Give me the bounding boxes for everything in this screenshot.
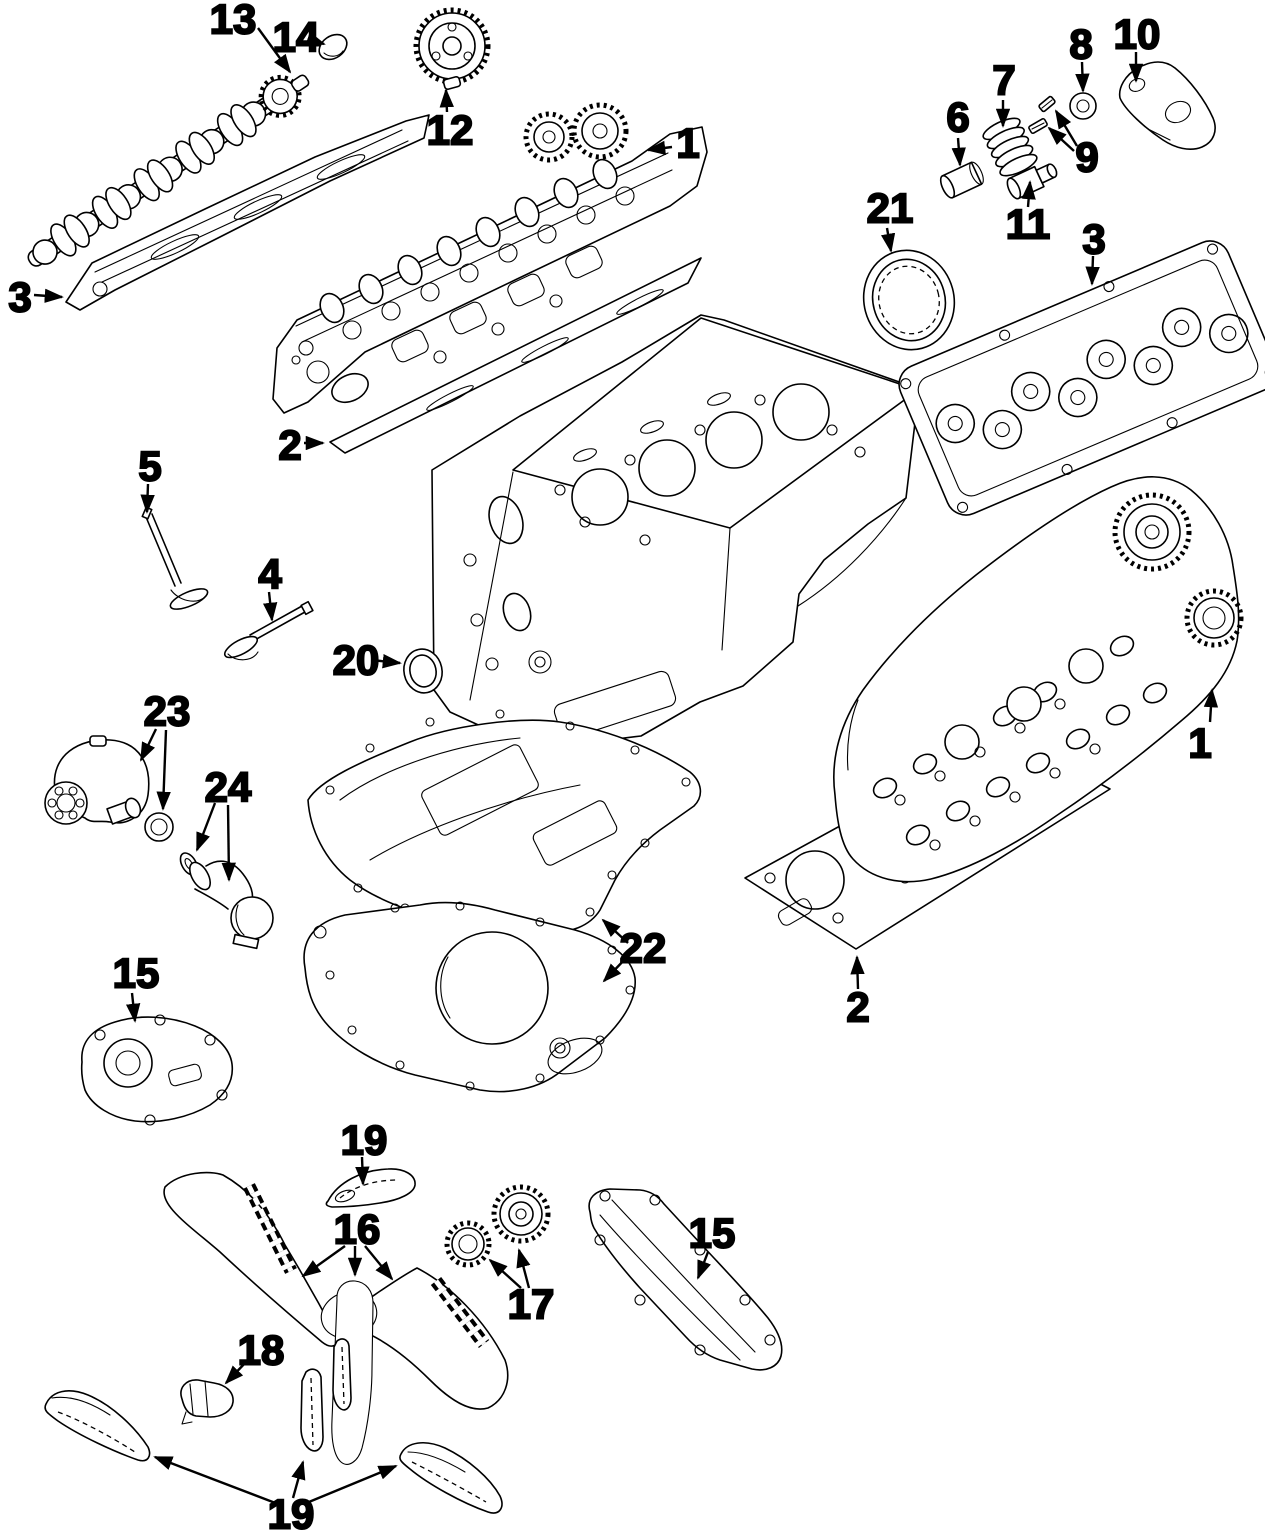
callout-arrow-crankshaft-rear-seal — [880, 227, 896, 253]
callout-arrow-chain-guide-upper — [355, 1156, 370, 1186]
part-chain-guide-upper — [325, 1168, 416, 1208]
part-chain-guides-lower — [44, 1338, 503, 1514]
callout-label-valve-spring: 7 — [992, 57, 1015, 104]
part-camshaft-sprocket — [413, 7, 491, 91]
callout-label-coolant-outlet: 24 — [205, 764, 252, 811]
callout-arrow-crankshaft-sprockets — [488, 1258, 522, 1289]
callout-label-valve-cover-left: 3 — [8, 274, 31, 321]
callout-arrow-spring-retainer — [1075, 61, 1090, 93]
callout-label-oil-pan: 22 — [620, 925, 667, 972]
callout-arrow-chain-guides-lower — [291, 1460, 306, 1499]
part-cylinder-head-left — [272, 102, 708, 414]
part-camshaft — [27, 74, 310, 267]
callout-arrow-chain-guides-lower — [153, 1455, 279, 1506]
callout-arrow-camshaft — [257, 27, 292, 74]
part-crankshaft-rear-seal — [862, 249, 956, 351]
callout-label-exhaust-valve: 4 — [258, 551, 282, 598]
part-water-pump — [44, 735, 174, 842]
part-oil-pan-lower — [303, 901, 636, 1093]
callout-arrow-coolant-outlet — [195, 802, 217, 852]
callout-arrow-timing-chain — [301, 1245, 346, 1278]
part-chain-tensioner — [180, 1379, 234, 1425]
callout-arrow-exhaust-valve — [263, 591, 278, 622]
part-valve-cover-right — [898, 240, 1265, 516]
callout-label-spring-retainer: 8 — [1069, 21, 1092, 68]
callout-label-rocker-arm: 10 — [1114, 11, 1161, 58]
callout-label-timing-cover-right: 15 — [689, 1210, 736, 1257]
callout-arrow-valve-lifter — [951, 137, 966, 167]
callout-label-crankshaft-rear-seal: 21 — [867, 185, 914, 232]
part-crankshaft-sprockets — [444, 1184, 551, 1268]
callout-label-cylinder-head-left: 1 — [676, 120, 699, 167]
callout-label-head-gasket-left: 2 — [278, 422, 301, 469]
callout-label-timing-chain: 16 — [334, 1206, 381, 1253]
part-intake-valve — [141, 506, 209, 610]
callout-label-lash-adjuster: 11 — [1006, 201, 1050, 248]
callout-label-chain-guide-upper: 19 — [341, 1117, 388, 1164]
part-cylinder-head-right — [833, 476, 1244, 883]
callout-arrow-timing-cover-right — [696, 1251, 711, 1280]
part-exhaust-valve — [223, 600, 314, 661]
callout-label-chain-guides-lower: 19 — [268, 1491, 315, 1537]
part-head-gasket-left — [329, 257, 702, 454]
callout-label-camshaft: 13 — [210, 0, 257, 43]
callout-label-valve-keepers: 9 — [1075, 134, 1098, 181]
callout-label-cylinder-head-right: 1 — [1188, 720, 1211, 767]
callout-arrow-coolant-outlet — [221, 804, 236, 882]
part-valve-cover-left — [65, 114, 430, 311]
callout-label-valve-cover-right: 3 — [1082, 216, 1105, 263]
part-timing-cover-left — [80, 1014, 234, 1126]
part-timing-cover-right — [588, 1188, 783, 1371]
part-coolant-outlet — [179, 852, 274, 950]
callout-arrow-head-gasket-right — [850, 955, 865, 990]
callout-label-water-pump: 23 — [144, 688, 191, 735]
part-valve-keepers — [1028, 95, 1056, 135]
part-timing-chain — [163, 1171, 509, 1410]
callout-label-camshaft-seal: 20 — [333, 637, 380, 684]
callout-arrow-camshaft-seal — [370, 654, 402, 669]
callout-label-chain-tensioner: 18 — [238, 1327, 285, 1374]
callout-arrow-camshaft-sprocket — [439, 88, 454, 113]
callout-label-timing-cover-left: 15 — [113, 950, 160, 997]
callout-arrow-chain-guides-lower — [303, 1464, 398, 1506]
callout-arrow-lash-adjuster — [1021, 180, 1036, 208]
part-oil-pump-phantom — [320, 1280, 378, 1465]
callout-arrow-cylinder-head-left — [646, 140, 673, 156]
callout-arrow-cylinder-head-right — [1203, 688, 1219, 723]
callout-label-camshaft-sprocket: 12 — [427, 107, 474, 154]
callout-arrow-valve-cover-left — [33, 288, 64, 303]
callout-arrow-intake-valve — [140, 483, 155, 514]
callout-arrow-crankshaft-sprockets — [516, 1248, 531, 1289]
callout-arrow-timing-cover-left — [126, 992, 141, 1023]
callout-arrow-chain-tensioner — [224, 1360, 248, 1385]
callout-arrow-water-pump — [156, 729, 171, 811]
part-oil-pan-upper — [307, 709, 702, 934]
callout-label-head-gasket-right: 2 — [846, 984, 869, 1031]
part-camshaft-end-plug — [318, 33, 348, 61]
callout-label-crankshaft-sprockets: 17 — [508, 1281, 555, 1328]
callout-arrow-timing-chain — [364, 1245, 394, 1281]
part-rocker-arm — [1118, 61, 1216, 150]
callout-label-camshaft-end-plug: 14 — [273, 14, 320, 61]
part-valve-lifter — [939, 161, 984, 199]
part-camshaft-seal — [403, 648, 443, 694]
part-water-pump-seal — [144, 812, 174, 842]
part-valve-spring — [982, 117, 1038, 177]
callout-arrow-water-pump — [139, 728, 158, 762]
part-spring-retainer — [1069, 92, 1097, 120]
callout-label-intake-valve: 5 — [138, 443, 161, 490]
part-engine-block — [431, 314, 920, 747]
callout-arrow-valve-keepers — [1047, 126, 1075, 152]
callout-arrow-valve-cover-right — [1085, 255, 1100, 286]
callout-arrow-oil-pan — [602, 955, 629, 983]
callout-arrow-camshaft-end-plug — [305, 31, 326, 46]
callout-label-valve-lifter: 6 — [946, 94, 969, 141]
callout-arrow-oil-pan — [601, 918, 629, 944]
